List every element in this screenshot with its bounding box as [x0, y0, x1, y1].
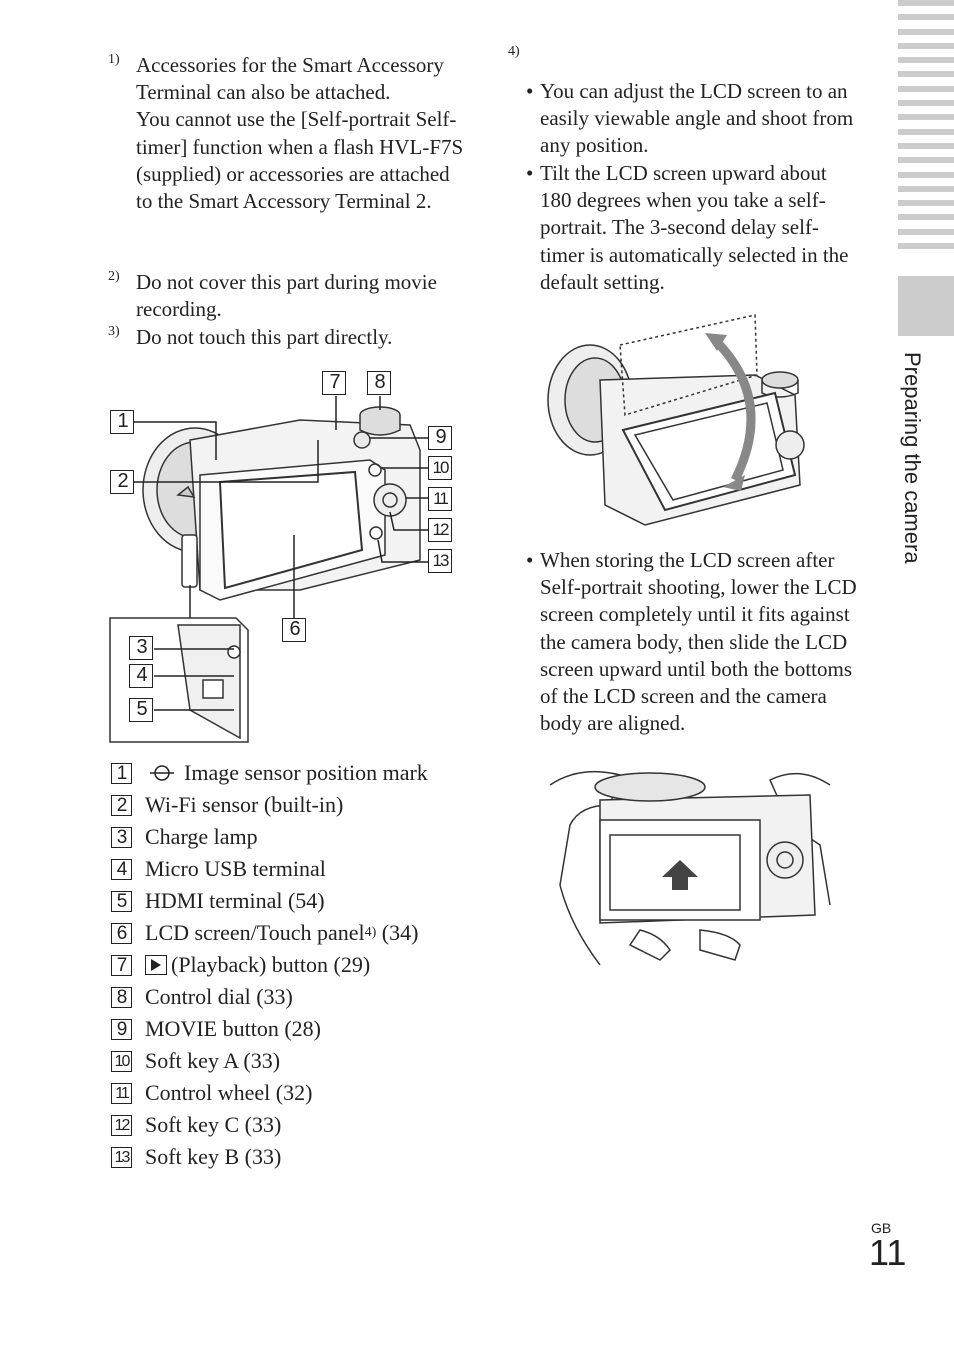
- list-item: 12 Soft key C (33): [111, 1109, 491, 1141]
- playback-icon: [145, 955, 167, 975]
- callout-7: 7: [322, 371, 346, 395]
- item-label: LCD screen/Touch panel: [145, 920, 365, 945]
- list-item: 5 HDMI terminal (54): [111, 885, 491, 917]
- bullet-item: • When storing the LCD screen after Self…: [526, 547, 861, 737]
- item-label: HDMI terminal (54): [145, 888, 325, 913]
- callout-2: 2: [110, 470, 134, 494]
- callout-11: 11: [428, 487, 452, 511]
- list-item: 13 Soft key B (33): [111, 1141, 491, 1173]
- list-item: 2 Wi-Fi sensor (built-in): [111, 789, 491, 821]
- footnote-text: You cannot use the [Self-portrait Self-t…: [136, 107, 464, 214]
- callout-12: 12: [428, 518, 452, 542]
- lcd-storing-illustration: [549, 770, 831, 965]
- item-label: Charge lamp: [145, 824, 258, 849]
- item-number: 5: [111, 890, 132, 912]
- bullet-text: You can adjust the LCD screen to an easi…: [540, 79, 854, 158]
- footnote-mark: 3): [108, 324, 120, 339]
- lcd-tilt-illustration: [547, 314, 805, 526]
- item-label: Control wheel (32): [145, 1080, 313, 1105]
- callout-10: 10: [428, 456, 452, 480]
- list-item: 9 MOVIE button (28): [111, 1013, 491, 1045]
- list-item: 8 Control dial (33): [111, 981, 491, 1013]
- item-number: 6: [111, 922, 132, 944]
- footnote-4-mark: 4): [508, 44, 520, 59]
- item-number: 10: [111, 1050, 132, 1072]
- item-number: 11: [111, 1082, 132, 1104]
- region-code: GB: [871, 1220, 892, 1236]
- footnote-text: Accessories for the Smart Accessory Term…: [136, 53, 444, 105]
- item-number: 9: [111, 1018, 132, 1040]
- list-item: 3 Charge lamp: [111, 821, 491, 853]
- item-number: 13: [111, 1146, 132, 1168]
- callout-5: 5: [129, 698, 153, 722]
- item-label: Soft key C (33): [145, 1112, 282, 1137]
- camera-parts-diagram: [109, 396, 428, 743]
- footnote-text: Do not touch this part directly.: [136, 325, 393, 349]
- item-number: 2: [111, 794, 132, 816]
- callout-8: 8: [367, 371, 391, 395]
- list-item: 10 Soft key A (33): [111, 1045, 491, 1077]
- callout-1: 1: [110, 410, 134, 434]
- bullet-text: When storing the LCD screen after Self-p…: [540, 548, 857, 736]
- item-number: 1: [111, 762, 132, 784]
- parts-list: 1 Image sensor position mark 2 Wi-Fi sen…: [111, 757, 491, 1173]
- item-number: 3: [111, 826, 132, 848]
- item-label: (Playback) button (29): [171, 952, 371, 977]
- section-tab: [898, 276, 954, 336]
- footnote-text: Do not cover this part during movie reco…: [136, 270, 437, 322]
- item-label: Soft key A (33): [145, 1048, 281, 1073]
- callout-3: 3: [129, 636, 153, 660]
- bullet-item: • Tilt the LCD screen upward about 180 d…: [526, 160, 861, 296]
- item-label: MOVIE button (28): [145, 1016, 321, 1041]
- item-page-ref: (34): [376, 920, 419, 945]
- footnote-ref: 4): [364, 925, 377, 940]
- image-sensor-mark-icon: [150, 765, 174, 781]
- item-label: Control dial (33): [145, 984, 293, 1009]
- callout-13: 13: [428, 549, 452, 573]
- item-number: 7: [111, 954, 132, 976]
- item-number: 4: [111, 858, 132, 880]
- list-item: 7 (Playback) button (29): [111, 949, 491, 981]
- page-number: 11: [869, 1232, 907, 1273]
- footnote-mark: 2): [108, 269, 120, 284]
- footnote-1: 1) Accessories for the Smart Accessory T…: [108, 52, 468, 215]
- callout-4: 4: [129, 664, 153, 688]
- bullet-item: • You can adjust the LCD screen to an ea…: [526, 78, 861, 160]
- callout-9: 9: [428, 426, 452, 450]
- item-label: Image sensor position mark: [184, 760, 428, 785]
- list-item: 4 Micro USB terminal: [111, 853, 491, 885]
- list-item: 1 Image sensor position mark: [111, 757, 491, 789]
- section-stripes: [898, 0, 954, 270]
- item-label: Wi-Fi sensor (built-in): [145, 792, 344, 817]
- list-item: 11 Control wheel (32): [111, 1077, 491, 1109]
- item-number: 8: [111, 986, 132, 1008]
- section-label: Preparing the camera: [900, 352, 925, 564]
- item-label: Soft key B (33): [145, 1144, 282, 1169]
- bullet-text: Tilt the LCD screen upward about 180 deg…: [540, 161, 849, 294]
- callout-6: 6: [282, 618, 306, 642]
- item-number: 12: [111, 1114, 132, 1136]
- footnote-3: 3) Do not touch this part directly.: [108, 324, 468, 351]
- item-label: Micro USB terminal: [145, 856, 326, 881]
- footnote-2: 2) Do not cover this part during movie r…: [108, 269, 468, 323]
- footnote-mark: 1): [108, 52, 120, 67]
